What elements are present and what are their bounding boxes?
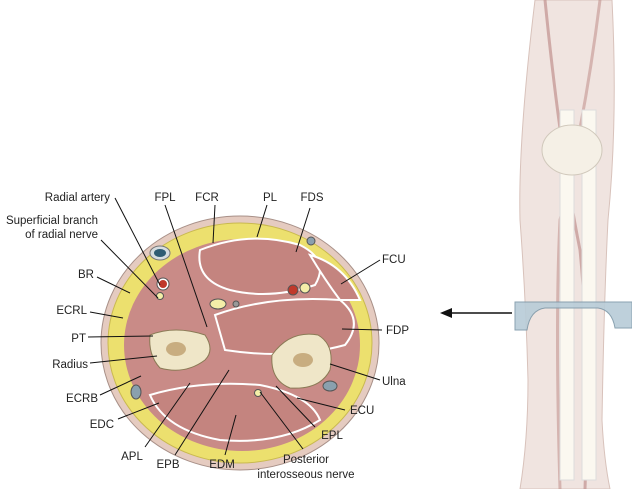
cross-section xyxy=(100,215,380,471)
label-pt: PT xyxy=(71,333,86,345)
ulna-bone xyxy=(581,109,597,481)
label-ecrb: ECRB xyxy=(66,393,98,405)
label-fpl: FPL xyxy=(154,192,176,204)
label-fds: FDS xyxy=(301,192,324,204)
label-fcu: FCU xyxy=(382,254,406,266)
label-ulna: Ulna xyxy=(382,376,406,388)
label-posterior-interosseous-line2: interosseous nerve xyxy=(257,469,354,481)
label-fcr: FCR xyxy=(195,192,219,204)
label-fdp: FDP xyxy=(386,325,409,337)
label-posterior-interosseous-line1: Posterior xyxy=(283,454,329,466)
label-br: BR xyxy=(78,269,94,281)
label-superficial-branch-line1: Superficial branch xyxy=(6,215,98,227)
label-ecrl: ECRL xyxy=(56,305,87,317)
label-apl: APL xyxy=(121,451,143,463)
label-epl: EPL xyxy=(321,430,343,442)
arrow xyxy=(440,308,512,318)
label-edc: EDC xyxy=(90,419,114,431)
labels: Radial artery Superficial branch of radi… xyxy=(6,192,409,481)
label-edm: EDM xyxy=(209,459,235,471)
label-superficial-branch-line2: of radial nerve xyxy=(25,229,98,241)
label-ecu: ECU xyxy=(350,405,374,417)
forearm-illustration xyxy=(514,0,632,489)
label-pl: PL xyxy=(263,192,278,204)
label-radial-artery: Radial artery xyxy=(45,192,110,204)
leader-lines xyxy=(87,197,383,456)
label-radius: Radius xyxy=(52,359,88,371)
section-band xyxy=(514,301,632,331)
label-epb: EPB xyxy=(156,459,179,471)
radius-bone xyxy=(559,109,575,481)
